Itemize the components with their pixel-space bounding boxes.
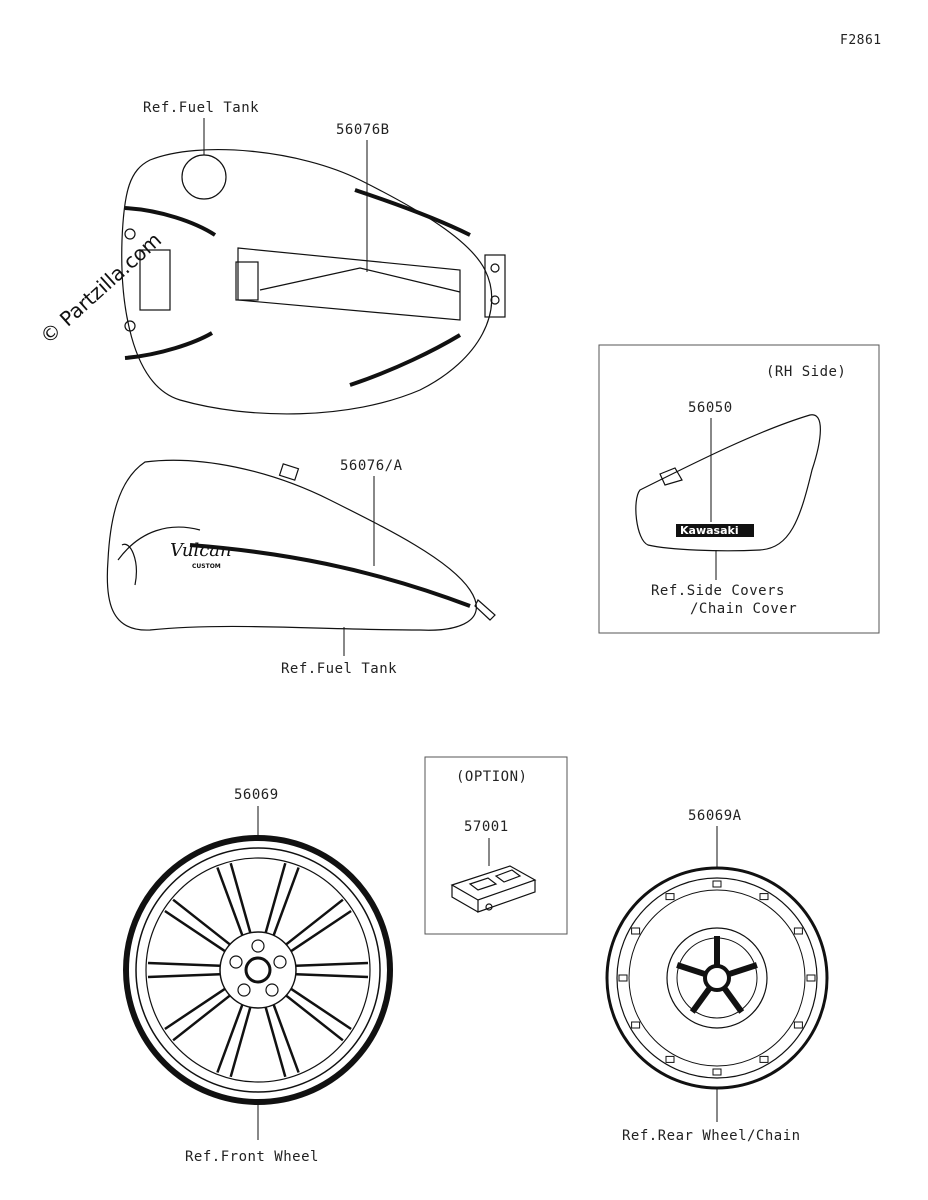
front-wheel-spoke (216, 867, 244, 936)
front-wheel-spoke (229, 862, 252, 933)
kawasaki-decal-text: Kawasaki (680, 524, 739, 537)
front-wheel-spoke (229, 1007, 252, 1078)
front-wheel (123, 835, 393, 1105)
front-wheel-spoke (272, 867, 300, 936)
front-wheel-spoke (290, 909, 352, 953)
rear-wheel-rim-mark (806, 974, 816, 982)
part-56069-label: 56069 (234, 787, 279, 803)
front-wheel-spoke (290, 987, 352, 1031)
front-wheel-ref-label: Ref.Front Wheel (185, 1149, 319, 1165)
rh-side-label: (RH Side) (766, 364, 846, 380)
rear-wheel-rim-mark (631, 927, 641, 935)
rear-wheel-rim-mark (665, 893, 675, 901)
fuel-cap-opening (181, 154, 227, 200)
front-wheel-spoke (285, 994, 344, 1042)
rear-wheel-rim-mark (759, 893, 769, 901)
front-wheel-spoke (172, 994, 231, 1042)
front-wheel-spoke (285, 898, 344, 946)
rear-wheel-rim-mark (618, 974, 628, 982)
side-covers-ref-label-2: /Chain Cover (690, 601, 797, 617)
rh-side-box (598, 344, 880, 634)
front-wheel-spoke (264, 862, 287, 933)
part-56069A-label: 56069A (688, 808, 742, 824)
rear-wheel-rim-mark (712, 1068, 722, 1076)
front-wheel-spoke (264, 1007, 287, 1078)
rear-wheel-rim-mark (759, 1055, 769, 1063)
rear-wheel (605, 866, 829, 1090)
fuel-tank-top-ref-label: Ref.Fuel Tank (143, 100, 259, 116)
rear-wheel-spoke (676, 962, 707, 978)
watermark: © Partzilla.com (35, 228, 166, 349)
front-wheel-spoke (172, 898, 231, 946)
fuel-tank-side-ref-label: Ref.Fuel Tank (281, 661, 397, 677)
part-56076A-label: 56076/A (340, 458, 403, 474)
side-covers-ref-label-1: Ref.Side Covers (651, 583, 785, 599)
figure-id: F2861 (840, 33, 882, 48)
fuel-tank-side-view: Vulcan CUSTOM (106, 459, 496, 631)
part-56050-label: 56050 (688, 400, 733, 416)
option-part (450, 865, 537, 913)
option-label: (OPTION) (456, 769, 527, 785)
rear-wheel-ref-label: Ref.Rear Wheel/Chain (622, 1128, 801, 1144)
rear-wheel-rim-mark (665, 1055, 675, 1063)
rear-wheel-rim-mark (793, 927, 803, 935)
front-wheel-spoke (216, 1004, 244, 1073)
front-wheel-spoke (164, 909, 226, 953)
front-wheel-spoke (164, 987, 226, 1031)
rear-wheel-spoke (721, 985, 745, 1014)
rear-wheel-spoke (689, 985, 713, 1014)
option-box (424, 756, 568, 935)
part-57001-label: 57001 (464, 819, 509, 835)
side-cover: Kawasaki (635, 414, 821, 552)
rear-wheel-spoke (727, 962, 758, 978)
custom-decal-text: CUSTOM (192, 563, 221, 570)
front-wheel-spoke (272, 1004, 300, 1073)
rear-wheel-rim-mark (631, 1021, 641, 1029)
front-wheel-spoke (295, 972, 369, 979)
part-56076B-label: 56076B (336, 122, 390, 138)
rear-wheel-rim-mark (712, 880, 722, 888)
rear-wheel-rim-mark (793, 1021, 803, 1029)
kawasaki-decal (676, 524, 754, 537)
front-wheel-spoke (295, 961, 369, 968)
front-wheel-spoke (147, 961, 221, 968)
front-wheel-spoke (147, 972, 221, 979)
vulcan-decal-text: Vulcan (170, 540, 232, 561)
fuel-tank-top-view (121, 149, 506, 415)
